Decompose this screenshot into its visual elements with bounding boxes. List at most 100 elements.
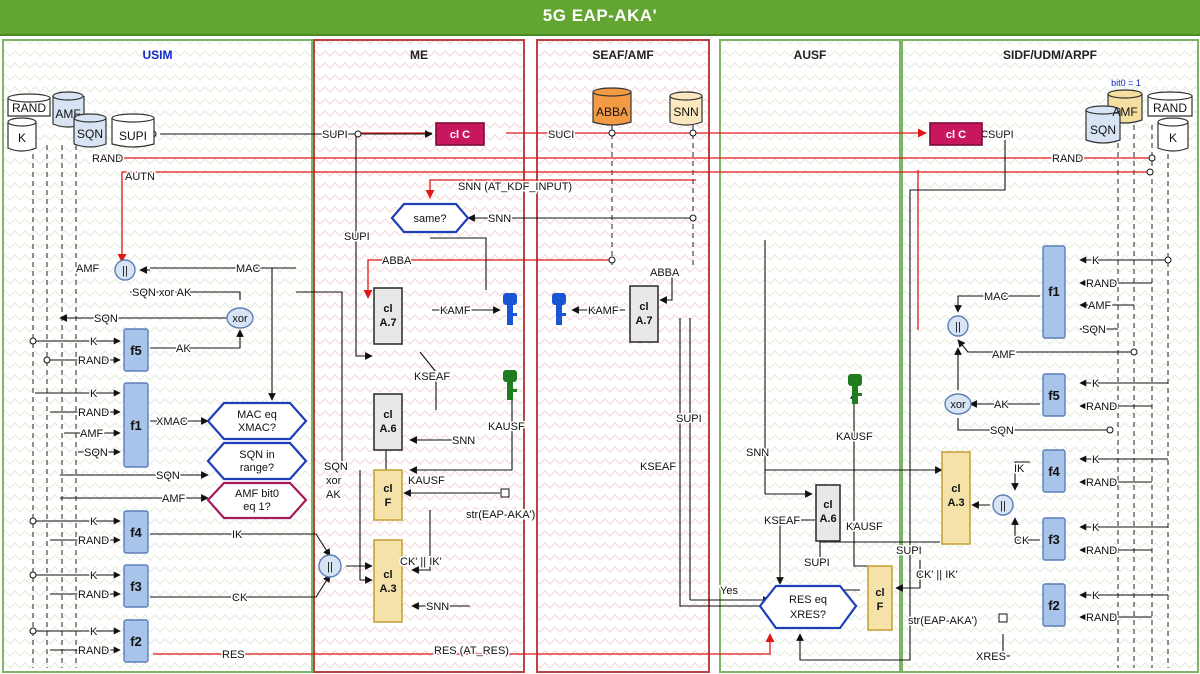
label-f2-usim: f2: [130, 634, 142, 649]
database-icon: [7, 93, 51, 117]
cl-f-box-ausf: [867, 565, 893, 631]
flow-label-supi-udm: SUPI: [988, 129, 1014, 141]
store-rand-usim: RAND: [12, 101, 46, 115]
label-clf-ausf-2: F: [877, 601, 884, 613]
flow-label-ckik-udm: CK' || IK': [916, 569, 958, 581]
flow-label-rand-f2: RAND: [78, 645, 109, 657]
flow-label-snn-ausf: SNN: [746, 447, 769, 459]
flow-label-supi-me: SUPI: [344, 231, 370, 243]
concat-circle-me: [318, 554, 342, 578]
label-f2-udm: f2: [1048, 598, 1060, 613]
concat-circle-udm-2: [992, 494, 1014, 516]
cl-a6-box-ausf: [815, 484, 841, 542]
flow-label-kausf-ausf-2: KAUSF: [846, 521, 883, 533]
flow-label-rand-f4: RAND: [78, 535, 109, 547]
database-icon: [592, 87, 632, 126]
decision-sqn: [206, 441, 308, 481]
flow-label-amf-f1: AMF: [80, 428, 104, 440]
label-decision-mac-2: XMAC?: [238, 422, 276, 434]
flow-label-suci: SUCI: [548, 129, 574, 141]
label-cla6-me-2: A.6: [379, 423, 396, 435]
flow-label-xmac: XMAC: [156, 416, 188, 428]
flow-label-rand-f4-udm: RAND: [1086, 477, 1117, 489]
cl-f-box-me: [373, 469, 403, 521]
flow-label-ak-udm: AK: [994, 399, 1009, 411]
label-cla3-udm-2: A.3: [947, 497, 964, 509]
label-f3-udm: f3: [1048, 532, 1060, 547]
flow-label-supi-usim: SUPI: [322, 129, 348, 141]
label-cla7-me-2: A.7: [379, 317, 396, 329]
zone-usim: [2, 39, 313, 673]
label-decision-sqn-2: range?: [240, 462, 274, 474]
flow-label-k-f3-udm: K: [1092, 522, 1100, 534]
store-supi-usim: SUPI: [119, 129, 147, 143]
store-rand-udm: RAND: [1153, 101, 1187, 115]
label-cla7-seaf-2: A.7: [635, 315, 652, 327]
flow-label-supi-seaf: SUPI: [676, 413, 702, 425]
store-k-udm: K: [1169, 131, 1177, 145]
flow-label-amf-udm: AMF: [992, 349, 1016, 361]
xor-circle-udm: [944, 393, 972, 415]
flow-label-sqn-range: SQN: [156, 470, 180, 482]
cl-a7-box-me: [373, 287, 403, 345]
cl-a7-box-seaf: [629, 285, 659, 343]
label-cla6-me-1: cl: [383, 409, 392, 421]
label-bit0: bit0 = 1: [1111, 78, 1141, 88]
flow-label-mac-usim: MAC: [236, 263, 261, 275]
flow-label-k-f5: K: [90, 336, 98, 348]
flow-label-mac-udm: MAC: [984, 291, 1009, 303]
flow-label-rand-udm: RAND: [1052, 153, 1083, 165]
zone-label-usim: USIM: [142, 48, 173, 62]
label-f4-udm: f4: [1048, 464, 1060, 479]
flow-label-res: RES: [222, 649, 245, 661]
f5-box-udm: [1042, 373, 1066, 417]
flow-label-rand-f3-udm: RAND: [1086, 545, 1117, 557]
label-decision-amf-1: AMF bit0: [235, 488, 279, 500]
flow-label-rand-f3: RAND: [78, 589, 109, 601]
store-amf-usim: AMF: [55, 107, 80, 121]
flow-label-amf-f1-udm: AMF: [1088, 300, 1112, 312]
flow-label-k-f1-udm: K: [1092, 255, 1100, 267]
flow-label-sqn-xor-ak: SQN xor AK: [132, 287, 192, 299]
flow-label-ak-usim: AK: [176, 343, 191, 355]
f5-box-usim: [123, 328, 149, 372]
label-f1-udm: f1: [1048, 284, 1060, 299]
key-icon: [503, 370, 517, 400]
database-icon: [669, 91, 703, 126]
label-concat-me: ||: [327, 561, 333, 573]
flow-label-rand-usim: RAND: [92, 153, 123, 165]
label-concat-udm-2: ||: [1000, 500, 1006, 512]
store-amf-udm: AMF: [1112, 105, 1137, 119]
flow-label-rand-f1: RAND: [78, 407, 109, 419]
flow-label-sqn-usim: SQN: [94, 313, 118, 325]
store-sqn-usim: SQN: [77, 127, 103, 141]
database-icon: [73, 113, 107, 148]
label-clc-me: cl C: [450, 129, 470, 141]
zone-label-seaf: SEAF/AMF: [592, 48, 654, 62]
flow-label-rand-f5-udm: RAND: [1086, 401, 1117, 413]
flow-label-yes: Yes: [720, 585, 738, 597]
zone-label-sidf: SIDF/UDM/ARPF: [1003, 48, 1097, 62]
xor-circle-usim: [226, 307, 254, 329]
flow-label-k-f2: K: [90, 626, 98, 638]
database-icon: [1157, 117, 1189, 152]
label-clf-ausf-1: cl: [875, 587, 884, 599]
flow-label-res-at: RES (AT_RES): [434, 645, 509, 657]
f2-box-udm: [1042, 583, 1066, 627]
label-clf-me-2: F: [385, 497, 392, 509]
flow-label-snn-kdf: SNN (AT_KDF_INPUT): [458, 181, 572, 193]
label-decision-mac-1: MAC eq: [237, 409, 277, 421]
flow-label-rand-f5: RAND: [78, 355, 109, 367]
flow-label-kamf-me: KAMF: [440, 305, 471, 317]
flow-label-kausf-me: KAUSF: [488, 421, 525, 433]
decision-mac: [206, 401, 308, 441]
key-icon: [848, 374, 862, 404]
title-bar: 5G EAP-AKA': [0, 0, 1200, 36]
label-cla7-me-1: cl: [383, 303, 392, 315]
flow-label-xres: XRES: [976, 651, 1006, 663]
flow-label-kseaf-me: KSEAF: [414, 371, 450, 383]
label-cla3-me-2: A.3: [379, 583, 396, 595]
f1-box-usim: [123, 382, 149, 468]
database-icon: [1147, 91, 1193, 117]
